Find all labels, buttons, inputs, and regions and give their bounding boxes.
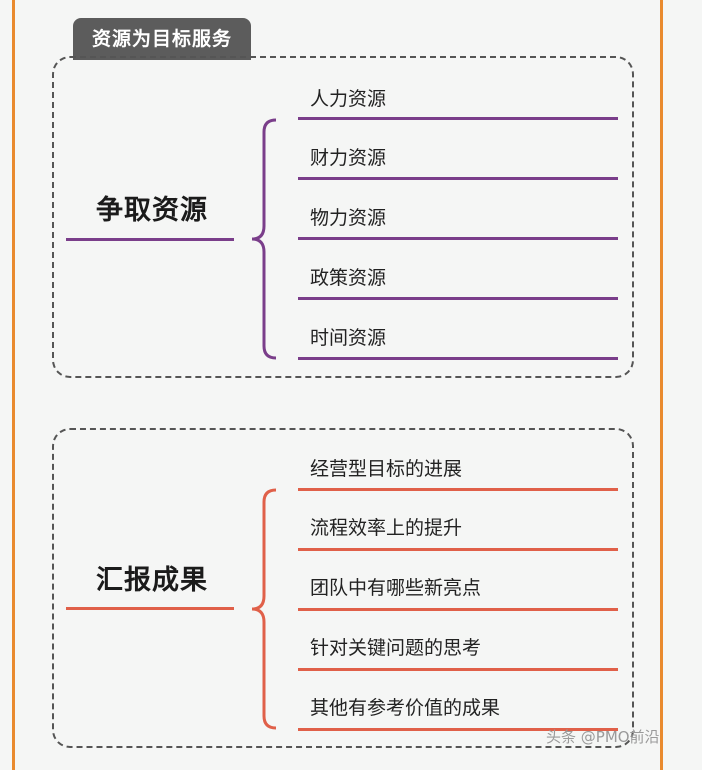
- section2-heading: 汇报成果: [96, 565, 208, 596]
- section1-heading-underline: [66, 238, 234, 241]
- section1-item: 财力资源: [310, 147, 387, 169]
- section2-item: 流程效率上的提升: [310, 517, 463, 539]
- section1-item: 人力资源: [310, 88, 387, 110]
- section1-item: 政策资源: [310, 267, 387, 289]
- section2-item: 经营型目标的进展: [310, 458, 463, 480]
- section2-item-line: [298, 548, 618, 551]
- right-border-line: [660, 0, 663, 770]
- section1-box: [52, 56, 634, 378]
- section1-item: 物力资源: [310, 207, 387, 229]
- section2-item-line: [298, 608, 618, 611]
- section2-item: 其他有参考价值的成果: [310, 697, 501, 719]
- section2-item: 团队中有哪些新亮点: [310, 577, 482, 599]
- section1-item-line: [298, 357, 618, 360]
- section2-item: 针对关键问题的思考: [310, 637, 482, 659]
- section1-item-line: [298, 117, 618, 120]
- section1-item-line: [298, 237, 618, 240]
- section2-brace: [251, 488, 277, 730]
- section1-item-line: [298, 177, 618, 180]
- section2-item-line: [298, 728, 618, 731]
- section1-item-line: [298, 297, 618, 300]
- watermark: 头条 @PMO前沿: [546, 728, 660, 746]
- section2-box: [52, 428, 634, 748]
- section1-heading: 争取资源: [96, 195, 208, 226]
- section1-brace: [251, 118, 277, 360]
- section-tag: 资源为目标服务: [73, 18, 251, 60]
- section2-item-line: [298, 668, 618, 671]
- left-border-line: [12, 0, 15, 770]
- section1-item: 时间资源: [310, 327, 387, 349]
- section2-heading-underline: [66, 607, 234, 610]
- section2-item-line: [298, 488, 618, 491]
